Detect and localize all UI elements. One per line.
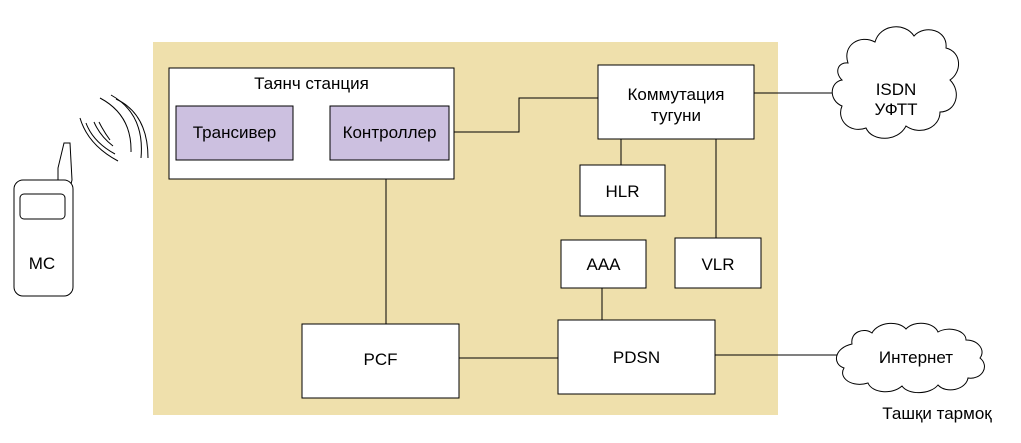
vlr-label: VLR bbox=[701, 255, 735, 274]
switching-node-label-2: тугуни bbox=[650, 106, 702, 125]
internet-cloud bbox=[836, 322, 985, 394]
pdsn-box bbox=[557, 319, 716, 395]
isdn-label-2: УФТТ bbox=[874, 100, 918, 119]
hlr-label: HLR bbox=[605, 182, 640, 201]
base-station-title: Таянч станция bbox=[254, 74, 369, 93]
aaa-box bbox=[560, 239, 647, 289]
vlr-box bbox=[674, 237, 762, 289]
isdn-cloud bbox=[831, 26, 959, 139]
switching-node-label-1: Коммутация bbox=[627, 85, 725, 104]
transceiver-label: Трансивер bbox=[192, 123, 277, 142]
controller-box bbox=[329, 105, 450, 161]
switching-node-box bbox=[597, 64, 755, 140]
isdn-label-1: ISDN bbox=[875, 80, 917, 99]
pcf-label: PCF bbox=[363, 350, 398, 369]
link-controller-switching bbox=[454, 97, 598, 133]
radio-waves bbox=[79, 94, 149, 162]
hlr-box bbox=[579, 164, 666, 217]
transceiver-box bbox=[175, 105, 294, 161]
connection-lines bbox=[385, 92, 842, 359]
mobile-station-label: МС bbox=[28, 254, 56, 273]
external-network-label: Ташқи тармоқ bbox=[882, 404, 992, 423]
controller-label: Контроллер bbox=[342, 123, 437, 142]
mobile-phone-icon bbox=[13, 142, 74, 297]
pdsn-label: PDSN bbox=[612, 348, 661, 367]
pcf-box bbox=[301, 323, 460, 399]
aaa-label: AAA bbox=[586, 255, 621, 274]
internet-label: Интернет bbox=[878, 348, 954, 367]
